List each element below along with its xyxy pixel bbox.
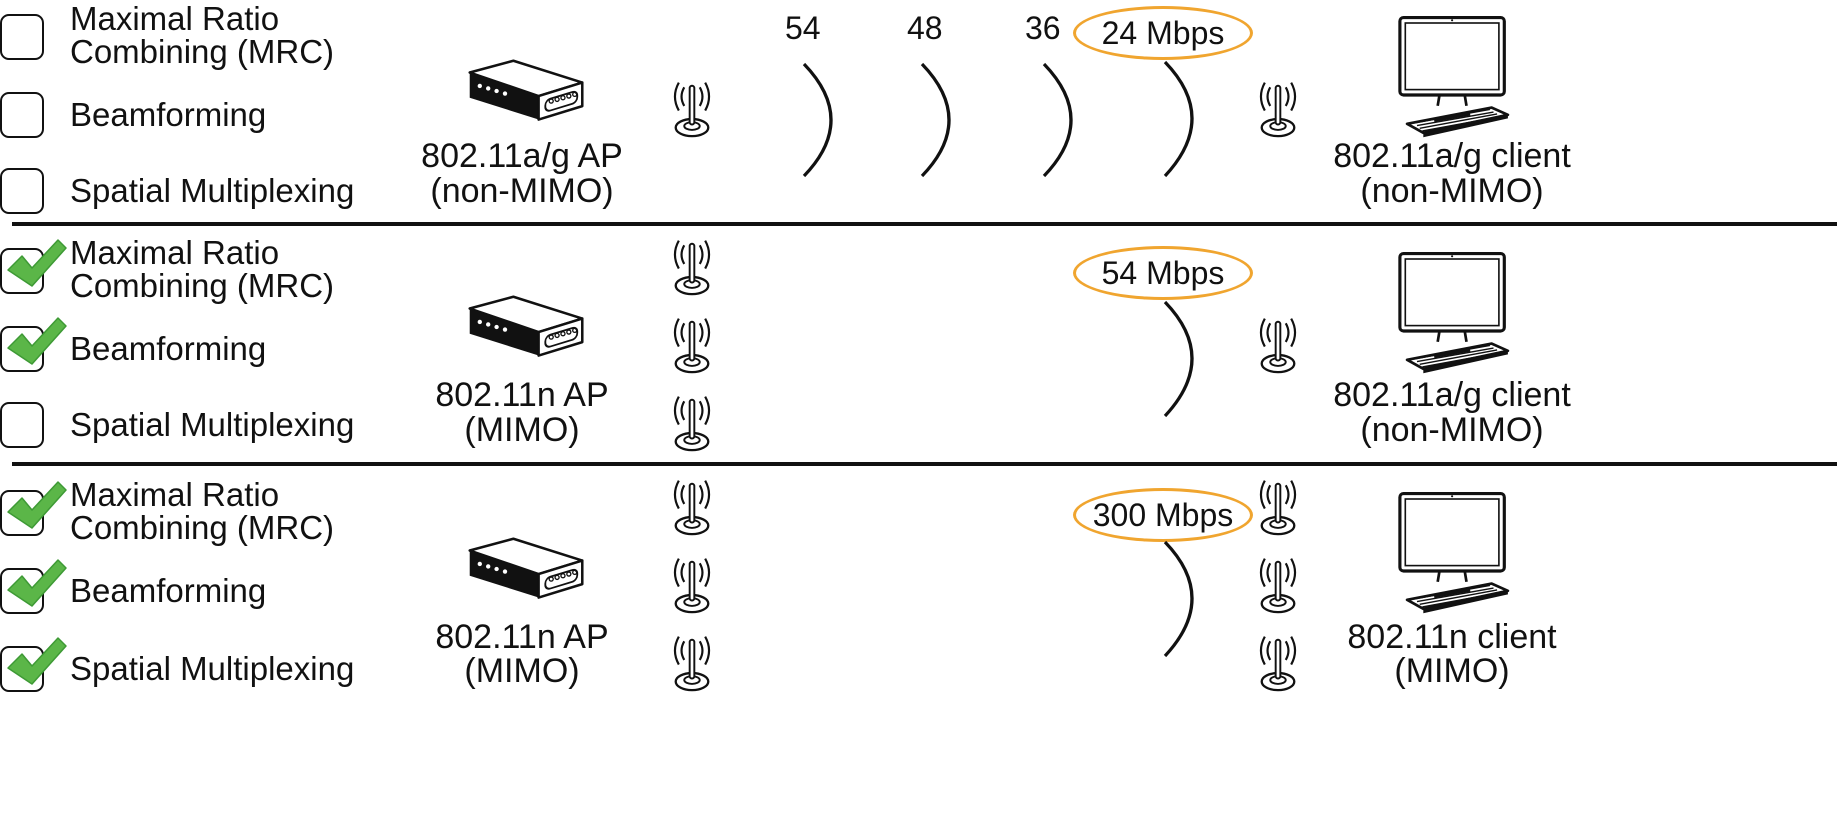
- beamforming-label-row2: Beamforming: [70, 330, 267, 367]
- rate-value-row1: 24 Mbps: [1101, 14, 1225, 51]
- beamforming-label-row1: Beamforming: [70, 96, 267, 133]
- client-label-line2-row3: (MIMO): [1394, 652, 1510, 690]
- signal-arc-48: [920, 62, 951, 178]
- rate-label-54: 54: [785, 10, 821, 46]
- row-divider-1: [12, 222, 1837, 226]
- ap-label-line1-row1: 802.11a/g AP: [421, 137, 623, 175]
- beamforming-checkbox-row1: [0, 92, 44, 138]
- signal-arc-54: [802, 62, 833, 178]
- mrc-checkbox-row1: [0, 14, 44, 60]
- mrc-label-line1-row2: Maximal Ratio: [70, 234, 280, 271]
- ap-label-line2-row2: (MIMO): [464, 411, 580, 449]
- client-label-line2-row1: (non-MIMO): [1360, 172, 1544, 210]
- spatial-label-row2: Spatial Multiplexing: [70, 406, 355, 443]
- ap-label-line1-row2: 802.11n AP: [435, 376, 609, 414]
- spatial-checkbox-row2: [0, 402, 44, 448]
- signal-arc-24: [1163, 60, 1194, 178]
- rate-ellipse-row1: 24 Mbps: [1073, 6, 1253, 60]
- ap-label-line1-row3: 802.11n AP: [435, 618, 609, 656]
- spatial-label-row1: Spatial Multiplexing: [70, 172, 355, 209]
- spatial-label-row3: Spatial Multiplexing: [70, 650, 355, 687]
- signal-arc-36: [1042, 62, 1073, 178]
- rate-value-row3: 300 Mbps: [1092, 496, 1234, 533]
- signal-arcs-row2: [1163, 300, 1194, 418]
- ap-label-line2-row1: (non-MIMO): [430, 172, 614, 210]
- client-label-line1-row2: 802.11a/g client: [1333, 376, 1571, 414]
- signal-arcs-row3: [1163, 540, 1194, 658]
- beamforming-label-row3: Beamforming: [70, 572, 267, 609]
- signal-arc-row3: [1163, 540, 1194, 658]
- mrc-label-line2-row2: Combining (MRC): [70, 267, 335, 304]
- mrc-label-line1-row3: Maximal Ratio: [70, 476, 280, 513]
- mrc-label-line1-row1: Maximal Ratio: [70, 0, 280, 37]
- client-label-line1-row3: 802.11n client: [1347, 618, 1557, 656]
- client-computer-icon-row3: [1397, 491, 1510, 616]
- client-label-line2-row2: (non-MIMO): [1360, 411, 1544, 449]
- mrc-label-line2-row3: Combining (MRC): [70, 509, 335, 546]
- rate-label-48: 48: [907, 10, 943, 46]
- client-label-line1-row1: 802.11a/g client: [1333, 137, 1571, 175]
- row-divider-2: [12, 462, 1837, 466]
- signal-arc-row2: [1163, 300, 1194, 418]
- rate-value-row2: 54 Mbps: [1101, 254, 1225, 291]
- rate-label-36: 36: [1025, 10, 1061, 46]
- mrc-label-line2-row1: Combining (MRC): [70, 33, 335, 70]
- spatial-checkbox-row1: [0, 168, 44, 214]
- rate-ellipse-row2: 54 Mbps: [1073, 246, 1253, 300]
- signal-arcs-row1: [802, 60, 1194, 178]
- rate-ellipse-row3: 300 Mbps: [1073, 488, 1253, 542]
- ap-label-line2-row3: (MIMO): [464, 652, 580, 690]
